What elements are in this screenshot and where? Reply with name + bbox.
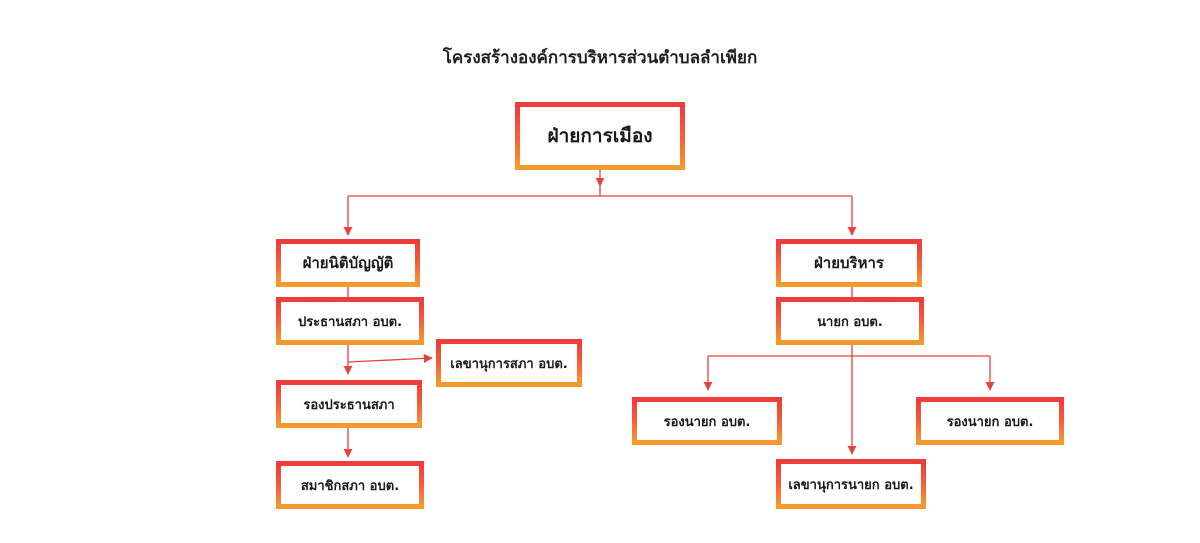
node-political: ฝ่ายการเมือง bbox=[515, 102, 685, 170]
node-council-secretary: เลขานุการสภา อบต. bbox=[436, 339, 582, 387]
node-deputy-mayor-left: รองนายก อบต. bbox=[632, 397, 782, 445]
node-deputy-mayor-right: รองนายก อบต. bbox=[916, 397, 1064, 445]
node-mayor: นายก อบต. bbox=[776, 297, 924, 345]
node-council-member: สมาชิกสภา อบต. bbox=[276, 461, 424, 509]
node-legislative: ฝ่ายนิติบัญญัติ bbox=[276, 239, 420, 287]
node-council-president: ประธานสภา อบต. bbox=[276, 297, 424, 345]
node-executive: ฝ่ายบริหาร bbox=[776, 239, 922, 287]
node-mayor-secretary: เลขานุการนายก อบต. bbox=[776, 459, 926, 509]
node-vice-council-president: รองประธานสภา bbox=[276, 380, 422, 428]
chart-title: โครงสร้างองค์การบริหารส่วนตำบลลำเพียก bbox=[442, 48, 758, 68]
